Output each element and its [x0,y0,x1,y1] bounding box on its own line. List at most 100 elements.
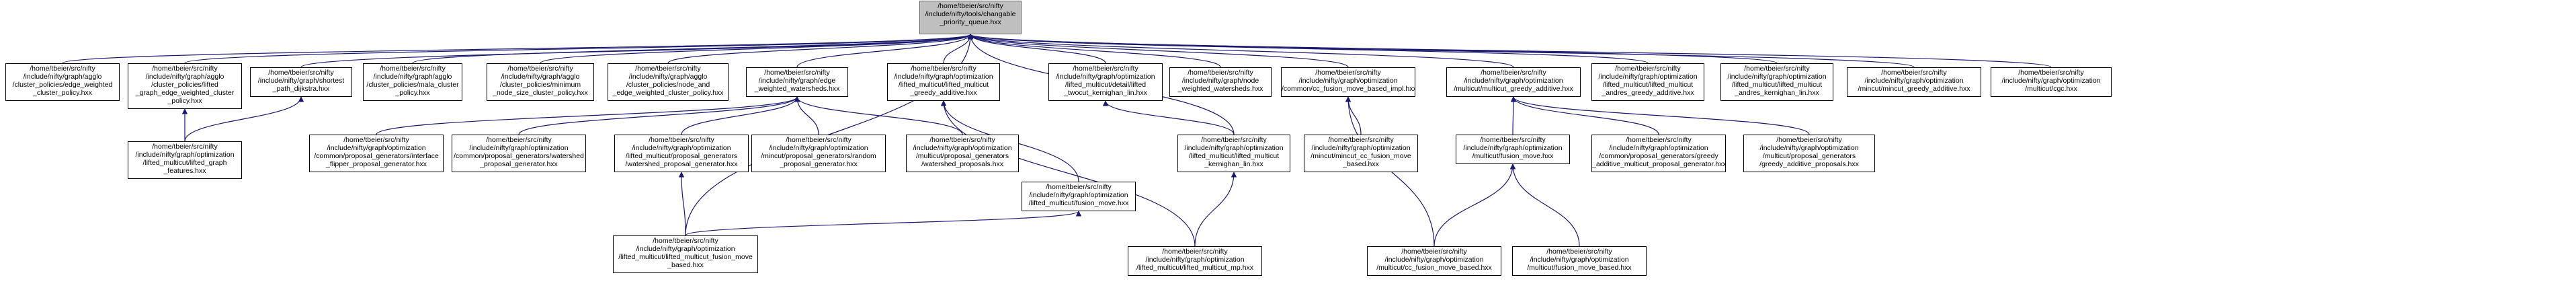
node-label-line: /home/tbeier/src/nifty [507,65,573,73]
file-node-lifted-watershed-proposal-gen[interactable]: /home/tbeier/src/nifty/include/nifty/gra… [614,135,749,172]
file-node-greedy-additive-multicut-proposal[interactable]: /home/tbeier/src/nifty/include/nifty/gra… [1591,135,1726,172]
node-label-line: /include/nifty/graph/optimization [1598,73,1698,81]
edge-lifted-detail-twocut-to-root [967,34,1106,64]
file-node-mincut-greedy-additive[interactable]: /home/tbeier/src/nifty/include/nifty/gra… [1847,67,1981,97]
file-node-agglo-mala[interactable]: /home/tbeier/src/nifty/include/nifty/gra… [363,63,462,101]
node-label-line: /home/tbeier/src/nifty [1315,69,1381,77]
node-label-line: /multicut/proposal_generators [915,152,1009,160]
file-node-lifted-andres-kl[interactable]: /home/tbeier/src/nifty/include/nifty/gra… [1720,63,1833,101]
node-label-line: /multicut/cc_fusion_move_based.hxx [1376,264,1492,272]
node-label-line: /home/tbeier/src/nifty [1776,136,1842,144]
edge-greedy-additive-proposals-to-multicut-greedy-additive [1510,96,1810,135]
file-node-greedy-additive-proposals[interactable]: /home/tbeier/src/nifty/include/nifty/gra… [1743,135,1875,172]
file-node-multicut-greedy-additive[interactable]: /home/tbeier/src/nifty/include/nifty/gra… [1446,67,1581,97]
node-label-line: /cluster_policies/mala_cluster [366,81,459,89]
file-node-agglo-minimum[interactable]: /home/tbeier/src/nifty/include/nifty/gra… [487,63,594,101]
file-node-agglo-lifted-graph[interactable]: /home/tbeier/src/nifty/include/nifty/gra… [128,63,242,109]
edge-node-weighted-watersheds-to-root [967,34,1221,68]
file-node-lifted-fusion-move-based[interactable]: /home/tbeier/src/nifty/include/nifty/gra… [613,235,758,273]
edge-mincut-cc-fusion-to-cc-fusion-impl [1345,96,1362,135]
node-label-line: _features.hxx [163,167,206,175]
node-label-line: /home/tbeier/src/nifty [1615,65,1681,73]
edge-multicut-cc-fusion-based-to-multicut-fusion-move [1434,163,1516,247]
node-label-line: /home/tbeier/src/nifty [929,136,995,144]
node-label-line: /include/nifty/graph/agglo [145,73,224,81]
node-label-line: /lifted_multicut/fusion_move.hxx [1028,199,1129,207]
edge-lifted-greedy-additive-to-root [943,34,974,64]
node-label-line: /include/nifty/graph/optimization [1056,73,1155,81]
node-label-line: /cluster_policies/edge_weighted [12,81,113,89]
edge-cc-fusion-impl-to-root [967,34,1349,68]
node-label-line: /home/tbeier/src/nifty [911,65,977,73]
edge-agglo-node-and-edge-to-root [667,34,974,64]
file-node-lifted-andres-greedy[interactable]: /home/tbeier/src/nifty/include/nifty/gra… [1591,63,1704,101]
edge-lifted-kernighan-lin-to-lifted-detail-twocut [1102,100,1235,135]
node-label-line: /common/proposal_generators/interface [314,152,439,160]
node-label-line: /home/tbeier/src/nifty [1401,248,1467,256]
file-node-agglo-edge-weighted[interactable]: /home/tbeier/src/nifty/include/nifty/gra… [5,63,120,101]
file-node-watershed-proposal-gen[interactable]: /home/tbeier/src/nifty/include/nifty/gra… [452,135,586,172]
file-node-lifted-fusion-move[interactable]: /home/tbeier/src/nifty/include/nifty/gra… [1022,182,1136,211]
file-node-agglo-node-and-edge[interactable]: /home/tbeier/src/nifty/include/nifty/gra… [608,63,729,101]
node-label-line: /multicut/multicut_greedy_additive.hxx [1454,85,1573,93]
edge-mincut-random-proposal-to-edge-weighted-watersheds [794,96,819,135]
node-label-line: /include/nifty/graph/optimization [1311,144,1411,152]
node-label-line: /home/tbeier/src/nifty [486,136,552,144]
node-label-line: /home/tbeier/src/nifty [786,136,851,144]
edge-mincut-greedy-additive-to-root [968,34,1915,68]
edge-lifted-andres-greedy-to-root [968,34,1649,64]
node-label-line: /include/nifty/graph/optimization [636,245,735,253]
node-label-line: _weighted_watersheds.hxx [1177,85,1263,93]
node-label-line: /cluster_policies/lifted [151,81,218,89]
node-label-line: /include/nifty/graph/optimization [2001,77,2101,85]
file-node-multicut-cgc[interactable]: /home/tbeier/src/nifty/include/nifty/gra… [1991,67,2112,97]
node-label-line: /lifted_multicut/lifted_multicut [1602,81,1694,89]
file-node-multicut-watershed-proposals[interactable]: /home/tbeier/src/nifty/include/nifty/gra… [906,135,1019,172]
node-label-line: _flipper_proposal_generator.hxx [325,160,427,168]
node-label-line: /include/nifty/tools/changable [925,10,1016,18]
node-label-line: /mincut/mincut_cc_fusion_move [1311,152,1411,160]
file-node-edge-weighted-watersheds[interactable]: /home/tbeier/src/nifty/include/nifty/gra… [746,67,848,97]
file-node-shortest-path[interactable]: /home/tbeier/src/nifty/include/nifty/gra… [250,67,352,97]
file-node-lifted-graph-features[interactable]: /home/tbeier/src/nifty/include/nifty/gra… [128,141,242,179]
node-label-line: _cluster_policy.hxx [33,89,92,97]
file-node-multicut-cc-fusion-based[interactable]: /home/tbeier/src/nifty/include/nifty/gra… [1367,246,1501,276]
node-label-line: /include/nifty/graph/agglo [373,73,452,81]
node-label-line: _edge_weighted_cluster_policy.hxx [612,89,724,97]
file-node-cc-fusion-impl[interactable]: /home/tbeier/src/nifty/include/nifty/gra… [1281,67,1415,97]
node-label-line: _policy.hxx [395,89,430,97]
node-label-line: /include/nifty/graph/optimization [1464,77,1563,85]
file-node-mincut-cc-fusion[interactable]: /home/tbeier/src/nifty/include/nifty/gra… [1304,135,1418,172]
file-node-lifted-greedy-additive[interactable]: /home/tbeier/src/nifty/include/nifty/gra… [887,63,1000,101]
node-label-line: /lifted_multicut/lifted_multicut_mp.hxx [1136,264,1253,272]
file-node-lifted-detail-twocut[interactable]: /home/tbeier/src/nifty/include/nifty/gra… [1048,63,1163,101]
node-label-line: /home/tbeier/src/nifty [764,69,830,77]
node-label-line: /common/cc_fusion_move_based_impl.hxx [1282,85,1415,93]
node-label-line: /home/tbeier/src/nifty [1328,136,1394,144]
node-label-line: /watershed_proposals.hxx [921,160,1003,168]
file-node-interface-flipper[interactable]: /home/tbeier/src/nifty/include/nifty/gra… [309,135,444,172]
edge-multicut-cgc-to-root [968,34,2052,68]
file-node-multicut-fusion-move-based[interactable]: /home/tbeier/src/nifty/include/nifty/gra… [1512,246,1647,276]
node-label-line: /include/nifty/graph/optimization [913,144,1012,152]
node-label-line: _andres_kernighan_lin.hxx [1735,89,1819,97]
node-label-line: /home/tbeier/src/nifty [2018,69,2084,77]
file-node-lifted-multicut-mp[interactable]: /home/tbeier/src/nifty/include/nifty/gra… [1128,246,1262,276]
edge-interface-flipper-to-edge-weighted-watersheds [376,96,800,135]
node-label-line: /include/nifty/graph/optimization [1864,77,1964,85]
file-node-multicut-fusion-move[interactable]: /home/tbeier/src/nifty/include/nifty/gra… [1456,135,1570,164]
node-label-line: _path_dijkstra.hxx [272,85,330,93]
node-label-line: /lifted_multicut/lifted_multicut [1731,81,1823,89]
edge-lifted-andres-kl-to-root [968,34,1778,64]
edge-lifted-multicut-mp-to-lifted-greedy-additive [940,100,1196,247]
edge-greedy-additive-multicut-proposal-to-multicut-greedy-additive [1510,96,1659,135]
node-label-line: /home/tbeier/src/nifty [30,65,95,73]
node-label-line: /include/nifty/graph/optimization [1759,144,1859,152]
file-node-lifted-kernighan-lin[interactable]: /home/tbeier/src/nifty/include/nifty/gra… [1177,135,1290,172]
file-node-mincut-random-proposal[interactable]: /home/tbeier/src/nifty/include/nifty/gra… [751,135,886,172]
node-label-line: /mincut/proposal_generators/random [761,152,876,160]
node-label-line: /watershed_proposal_generator.hxx [625,160,738,168]
node-label-line: /include/nifty/graph/optimization [1384,256,1484,264]
file-node-node-weighted-watersheds[interactable]: /home/tbeier/src/nifty/include/nifty/gra… [1169,67,1272,97]
node-label-line: /include/nifty/graph/optimization [469,144,569,152]
